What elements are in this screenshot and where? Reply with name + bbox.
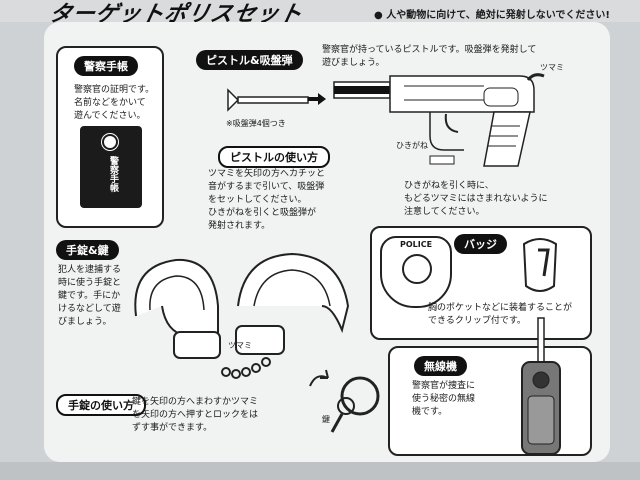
handcuffs-illustration <box>134 252 350 379</box>
badge-heading: バッジ <box>454 234 507 254</box>
arrow-right-icon <box>308 93 326 105</box>
ammo-note: ※吸盤弾4個つき <box>226 119 286 128</box>
pistol-heading: ピストル&吸盤弾 <box>196 50 303 70</box>
handcuffs-text: 犯人を逮捕する 時に使う手錠と 鍵です。手にか けるなどして遊 びましょう。 <box>58 265 122 327</box>
badge-text: 胸のポケットなどに装着することが できるクリップ付です。 <box>428 303 573 326</box>
suction-dart-illustration <box>227 88 316 112</box>
police-id-heading: 警察手帳 <box>74 56 138 76</box>
tsumami-label: ツマミ <box>540 63 564 72</box>
handcuffs-usage-heading: 手錠の使い方 <box>56 394 146 416</box>
bottom-strip <box>0 462 640 480</box>
pistol-illustration <box>333 73 545 167</box>
police-emblem-icon <box>104 136 116 148</box>
safety-warning: ● 人や動物に向けて、絶対に発射しないでください! <box>374 10 610 21</box>
handcuff-tsumami-label: ツマミ <box>228 341 252 350</box>
police-id-text: 警察官の証明です。 名前などをかいて 遊んでください。 <box>74 85 155 121</box>
handcuffs-heading: 手錠&鍵 <box>56 240 119 260</box>
header-bar <box>0 0 640 22</box>
pistol-usage-text: ツマミを矢印の方へカチッと 音がするまで引いて、吸盤弾 をセットしてください。 … <box>208 169 326 231</box>
radio-text: 警察官が捜査に 使う秘密の無線 機です。 <box>412 381 476 417</box>
badge-clip-illustration <box>522 238 558 292</box>
trigger-warning: ひきがねを引く時に、 もどるツマミにはさまれないように 注意してください。 <box>404 181 548 217</box>
pistol-description: 警察官が持っているピストルです。吸盤弾を発射して 遊びましょう。 <box>322 45 537 68</box>
radio-heading: 無線機 <box>414 356 467 376</box>
key-label: 鍵 <box>322 415 330 424</box>
key-ring-illustration <box>309 369 380 433</box>
pistol-usage-heading: ピストルの使い方 <box>218 146 330 168</box>
handcuffs-usage-text: 鍵を矢印の方へまわすかツマミ を矢印の方へ押すとロックをは ずす事ができます。 <box>132 397 259 433</box>
badge-star-icon <box>402 254 432 284</box>
trigger-label: ひきがね <box>396 141 428 150</box>
police-id-card-text: 警察手帳 <box>108 156 118 192</box>
police-badge-emblem: POLICE <box>380 236 452 308</box>
police-id-card: 警察手帳 <box>80 126 142 208</box>
radio-illustration <box>521 317 561 455</box>
badge-emblem-text: POLICE <box>399 240 433 249</box>
